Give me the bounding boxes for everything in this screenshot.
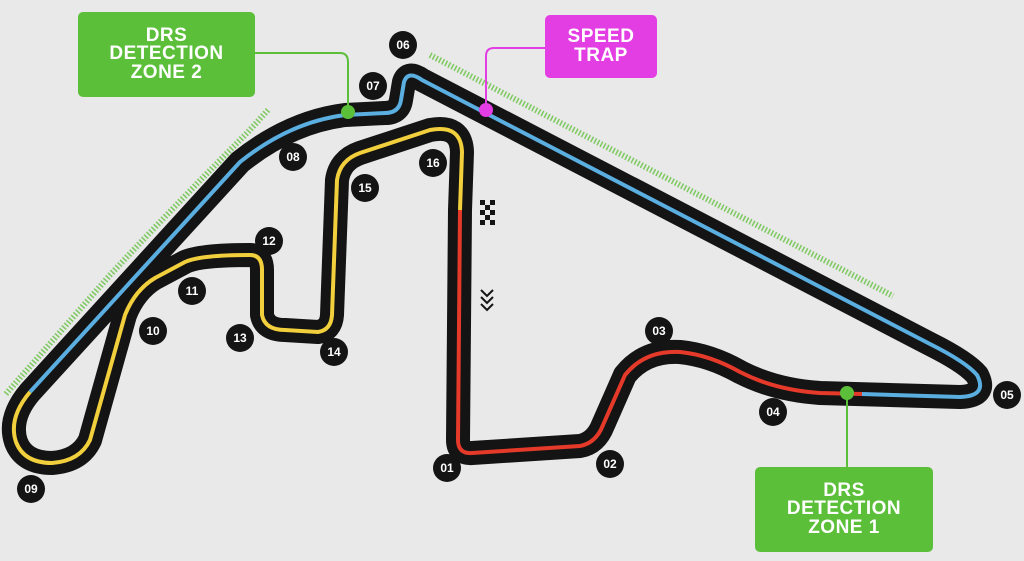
track xyxy=(1,63,993,475)
turn-circle xyxy=(596,450,624,478)
label-line: DRS xyxy=(145,25,188,47)
label-line: ZONE 1 xyxy=(808,516,880,538)
turn-circle xyxy=(359,72,387,100)
turn-circle xyxy=(320,338,348,366)
turn-marker-14: 14 xyxy=(320,338,348,366)
turn-number: 01 xyxy=(440,461,454,475)
turn-marker-09: 09 xyxy=(17,475,45,503)
turn-circle xyxy=(351,174,379,202)
turn-marker-08: 08 xyxy=(279,143,307,171)
turn-number: 16 xyxy=(426,156,440,170)
label-line: DRS xyxy=(823,480,865,502)
label-line: SPEED xyxy=(567,26,635,48)
turn-circle xyxy=(419,149,447,177)
turn-circle xyxy=(645,317,673,345)
turn-marker-02: 02 xyxy=(596,450,624,478)
turn-circle xyxy=(178,277,206,305)
turn-number: 12 xyxy=(262,234,276,248)
speed-trap-leader xyxy=(485,47,545,110)
turn-circle xyxy=(279,143,307,171)
sector-2-line xyxy=(28,73,983,399)
label-line: TRAP xyxy=(574,44,628,66)
turn-marker-16: 16 xyxy=(419,149,447,177)
label-line: DETECTION xyxy=(786,498,902,520)
chevron-down-icon xyxy=(480,289,494,312)
turn-number: 04 xyxy=(766,405,780,419)
turn-circle xyxy=(759,398,787,426)
turn-number: 13 xyxy=(233,331,247,345)
turn-number: 06 xyxy=(396,38,410,52)
speed-trap-point xyxy=(479,103,493,117)
drs-2-detection-point xyxy=(341,105,355,119)
turn-marker-05: 05 xyxy=(993,381,1021,409)
turn-circle xyxy=(139,317,167,345)
sector-1-line xyxy=(456,209,863,456)
drs-1-detection-point xyxy=(840,386,854,400)
turn-marker-03: 03 xyxy=(645,317,673,345)
turn-marker-13: 13 xyxy=(226,324,254,352)
turn-circle xyxy=(433,454,461,482)
turn-marker-06: 06 xyxy=(389,31,417,59)
turn-circle xyxy=(389,31,417,59)
turn-number: 15 xyxy=(358,181,372,195)
turn-circle xyxy=(993,381,1021,409)
turn-number: 09 xyxy=(24,482,38,496)
turn-marker-04: 04 xyxy=(759,398,787,426)
turn-number: 08 xyxy=(286,150,300,164)
turn-number: 11 xyxy=(186,284,199,298)
turn-number: 05 xyxy=(1000,388,1014,402)
label-line: DETECTION xyxy=(109,43,224,65)
drs-zone-marker-1 xyxy=(428,52,895,299)
drs-2-leader xyxy=(255,52,349,112)
turn-circle xyxy=(17,475,45,503)
turn-number: 07 xyxy=(366,79,380,93)
turn-number: 02 xyxy=(603,457,617,471)
label-line: ZONE 2 xyxy=(130,61,203,83)
turn-marker-07: 07 xyxy=(359,72,387,100)
turn-number: 10 xyxy=(146,324,160,338)
turn-number: 14 xyxy=(327,345,341,359)
turn-marker-01: 01 xyxy=(433,454,461,482)
turn-number: 03 xyxy=(652,324,666,338)
turn-marker-11: 11 xyxy=(178,277,206,305)
turn-circle xyxy=(226,324,254,352)
turn-marker-12: 12 xyxy=(255,227,283,255)
checkered-flag-icon xyxy=(480,200,495,225)
turn-marker-15: 15 xyxy=(351,174,379,202)
turn-marker-10: 10 xyxy=(139,317,167,345)
turn-circle xyxy=(255,227,283,255)
sector-3-line xyxy=(11,127,464,465)
